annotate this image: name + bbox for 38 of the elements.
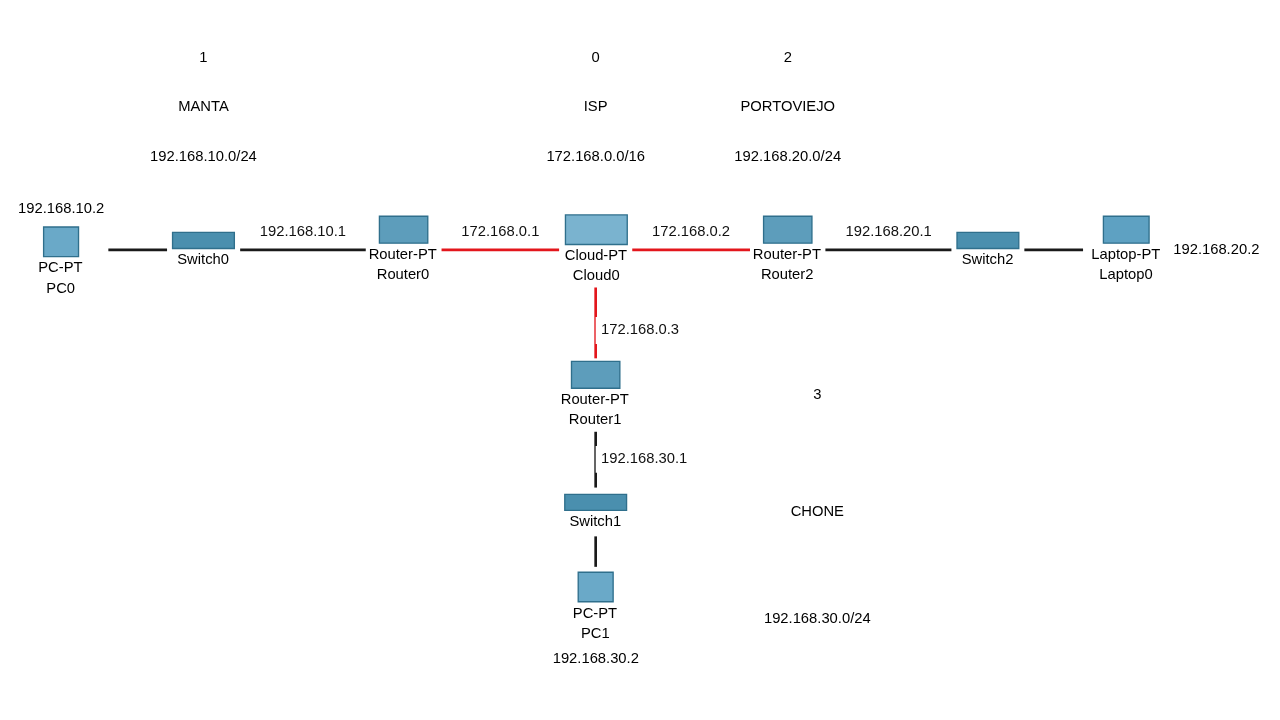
- label: MANTA: [178, 98, 229, 115]
- label: 2: [783, 48, 792, 65]
- node-label: Switch1: [569, 513, 622, 530]
- edge-label: 192.168.30.1: [601, 450, 688, 467]
- label: 172.168.0.0/16: [546, 147, 645, 164]
- node-label: Router0: [376, 266, 430, 283]
- node-label: Switch0: [177, 251, 229, 268]
- node-label: Laptop0: [1099, 266, 1153, 283]
- edge-label: 192.168.20.1: [845, 223, 932, 240]
- node-label: Laptop-PT: [1091, 245, 1161, 262]
- node-label: PC1: [580, 624, 610, 641]
- node-label: Cloud-PT: [564, 247, 628, 264]
- node-label: Router1: [568, 411, 622, 428]
- node-label: Router-PT: [368, 245, 437, 262]
- label: 192.168.10.0/24: [150, 147, 257, 164]
- node-label: PC-PT: [38, 259, 83, 276]
- node-label: PC0: [46, 279, 76, 296]
- node-label: PC-PT: [572, 604, 618, 621]
- edge-label: 192.168.10.1: [259, 223, 347, 240]
- node-label: Cloud0: [572, 267, 620, 284]
- node-label: 192.168.20.2: [1173, 240, 1260, 257]
- label: PORTOVIEJO: [740, 98, 836, 115]
- label: CHONE: [790, 502, 844, 519]
- edge-label: 172.168.0.1: [461, 223, 540, 240]
- node-label: 192.168.10.2: [18, 200, 105, 217]
- label: 1: [199, 48, 208, 65]
- label: 0: [591, 48, 600, 65]
- node-label: Router-PT: [752, 245, 821, 262]
- edge-label: 172.168.0.2: [652, 223, 731, 240]
- label: 3: [813, 385, 822, 402]
- label: ISP: [583, 98, 608, 115]
- node-label: 192.168.30.2: [552, 650, 639, 667]
- node-label: Router2: [760, 266, 814, 283]
- label: 192.168.20.0/24: [734, 147, 842, 164]
- node-label: Switch2: [961, 251, 1014, 268]
- label: 192.168.30.0/24: [763, 610, 871, 626]
- edge-label: 172.168.0.3: [601, 321, 680, 338]
- node-label: Router-PT: [560, 391, 629, 408]
